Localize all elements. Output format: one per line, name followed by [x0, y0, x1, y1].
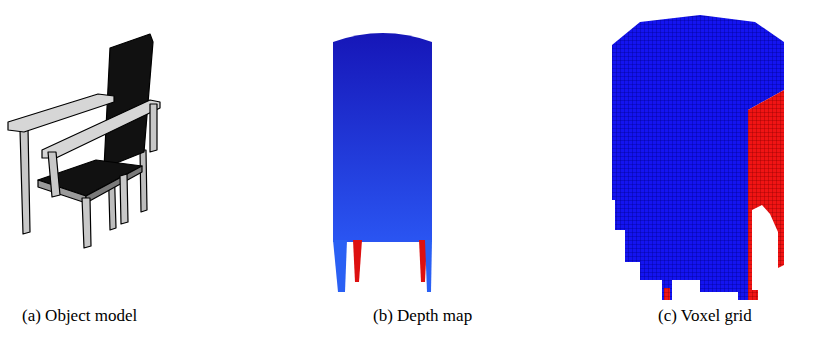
caption: (c) Voxel grid [658, 306, 752, 326]
depth-map [333, 33, 432, 292]
chair-model [8, 34, 160, 248]
caption: (b) Depth map [373, 306, 472, 326]
caption: (a) Object model [22, 306, 137, 326]
voxel-grid [612, 15, 784, 300]
